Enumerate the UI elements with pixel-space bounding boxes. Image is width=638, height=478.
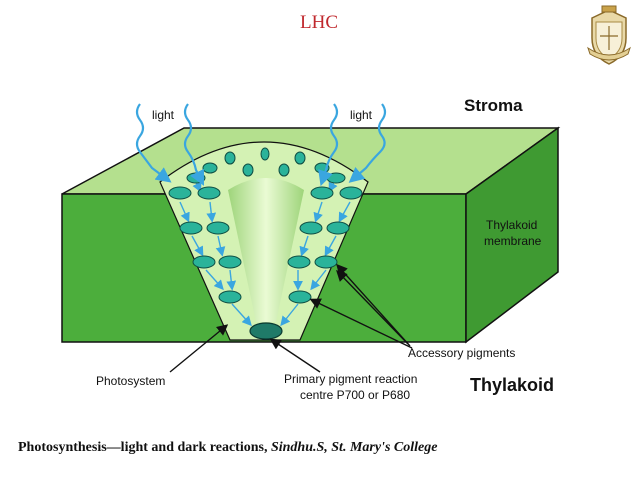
accessory-pigments	[168, 147, 363, 304]
reaction-centre-label-line1: Primary pigment reaction	[284, 372, 418, 386]
reaction-centre	[249, 322, 283, 340]
thylakoid-membrane-label-line1: Thylakoid	[486, 218, 538, 232]
accessory-pointer	[309, 298, 413, 349]
thylakoid-label: Thylakoid	[470, 375, 555, 395]
pigment	[326, 221, 350, 235]
label-pointers	[169, 263, 413, 373]
thylakoid-side-face	[465, 126, 559, 344]
reaction-centre-pointer	[269, 338, 321, 373]
pigment	[294, 151, 306, 165]
light-wave-icons	[135, 103, 387, 187]
photosystem-pointer	[169, 324, 229, 373]
pigment	[168, 186, 192, 200]
stroma-label: Stroma	[464, 96, 523, 115]
light-label-left: light	[152, 108, 175, 122]
photosystem-label: Photosystem	[96, 374, 166, 388]
slide-footer: Photosynthesis—light and dark reactions,…	[18, 440, 437, 456]
pigment	[192, 255, 216, 269]
pigment	[202, 162, 218, 174]
pigment	[218, 290, 242, 304]
pigment	[288, 290, 312, 304]
accessory-pigments-label: Accessory pigments	[408, 346, 516, 360]
pigment	[242, 163, 254, 177]
thylakoid-membrane-label-line2: membrane	[484, 234, 542, 248]
footer-author: Sindhu.S, St. Mary's College	[270, 440, 438, 455]
accessory-pointer	[336, 263, 411, 347]
pigment	[260, 147, 270, 161]
light-wave-icon	[348, 103, 387, 183]
funnel-inner-cone	[228, 178, 304, 322]
pigment	[206, 221, 230, 235]
pigment	[314, 255, 338, 269]
light-label-right: light	[350, 108, 373, 122]
pigment	[224, 151, 236, 165]
light-wave-icon	[318, 103, 339, 187]
pigment	[326, 172, 346, 184]
pigment	[339, 186, 363, 200]
college-crest-logo	[587, 5, 631, 65]
pigment	[179, 221, 203, 235]
pigment	[218, 255, 242, 269]
pigment	[278, 163, 290, 177]
light-wave-icon	[183, 103, 204, 186]
pigment	[299, 221, 323, 235]
slide-title: LHC	[300, 12, 338, 33]
accessory-pointer	[336, 269, 409, 345]
energy-transfer-arrows	[179, 181, 351, 327]
light-wave-icon	[135, 103, 172, 183]
pigment	[310, 186, 334, 200]
footer-caption: Photosynthesis—light and dark reactions,	[18, 440, 268, 455]
pigment	[287, 255, 311, 269]
pigment	[197, 186, 221, 200]
reaction-centre-label-line2: centre P700 or P680	[300, 388, 411, 402]
